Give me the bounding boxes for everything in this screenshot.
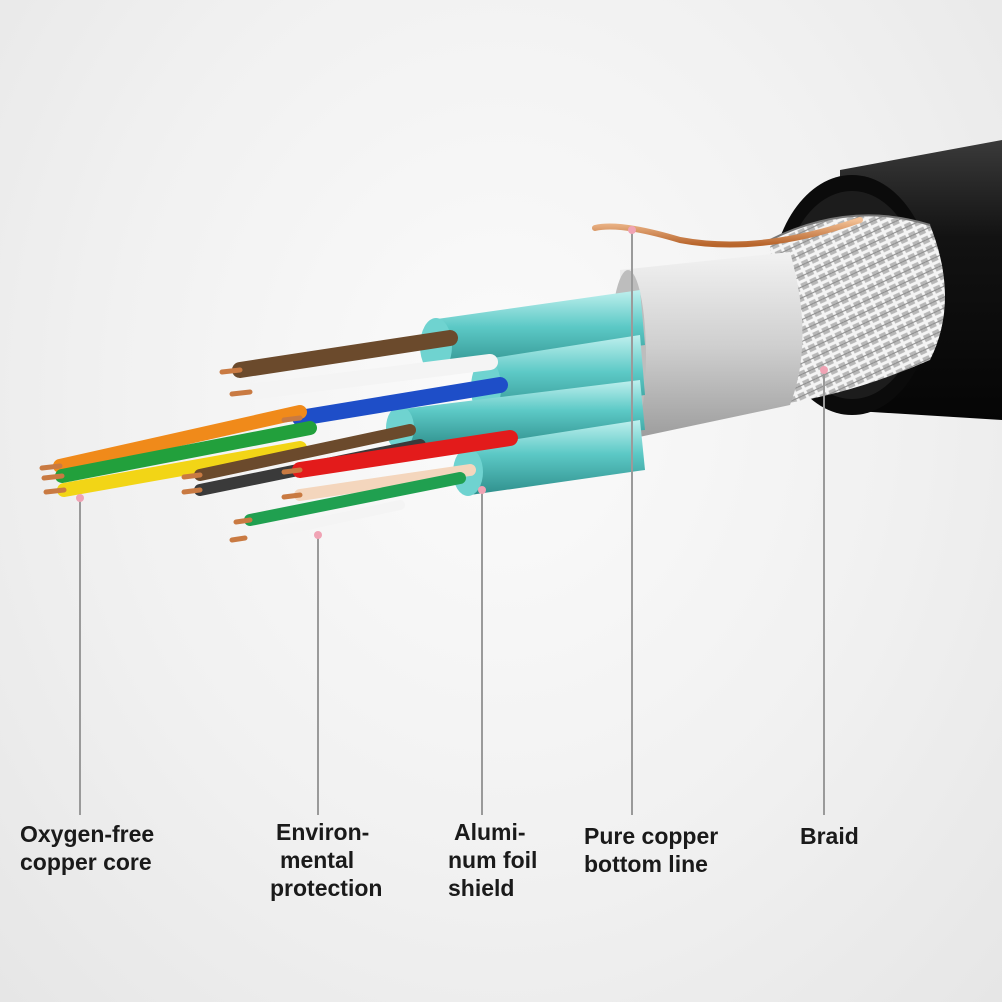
copper-drain-wire: [592, 217, 863, 248]
label-environmental-protection: Environ- mental protection: [270, 818, 400, 902]
colored-wires: [53, 330, 518, 543]
label-oxygen-free-copper-core: Oxygen-free copper core: [20, 820, 155, 876]
leader-lines: [79, 230, 825, 815]
label-line: shield: [448, 875, 515, 901]
label-line: protection: [270, 875, 383, 901]
marker-dots: [76, 226, 828, 539]
label-line: Braid: [800, 823, 859, 849]
label-line: Oxygen-free: [20, 821, 155, 847]
label-line: num foil: [448, 847, 538, 873]
label-line: copper core: [20, 849, 152, 875]
label-line: Environ-: [276, 819, 370, 845]
label-line: Alumi-: [454, 819, 526, 845]
label-braid: Braid: [800, 822, 880, 850]
braid-layer: [769, 214, 945, 405]
copper-wire-tips: [39, 367, 303, 543]
label-line: bottom line: [584, 851, 708, 877]
label-line: Pure copper: [584, 823, 719, 849]
label-line: mental: [280, 847, 355, 873]
label-pure-copper-bottom-line: Pure copper bottom line: [584, 822, 734, 878]
label-aluminum-foil-shield: Alumi- num foil shield: [448, 818, 558, 902]
